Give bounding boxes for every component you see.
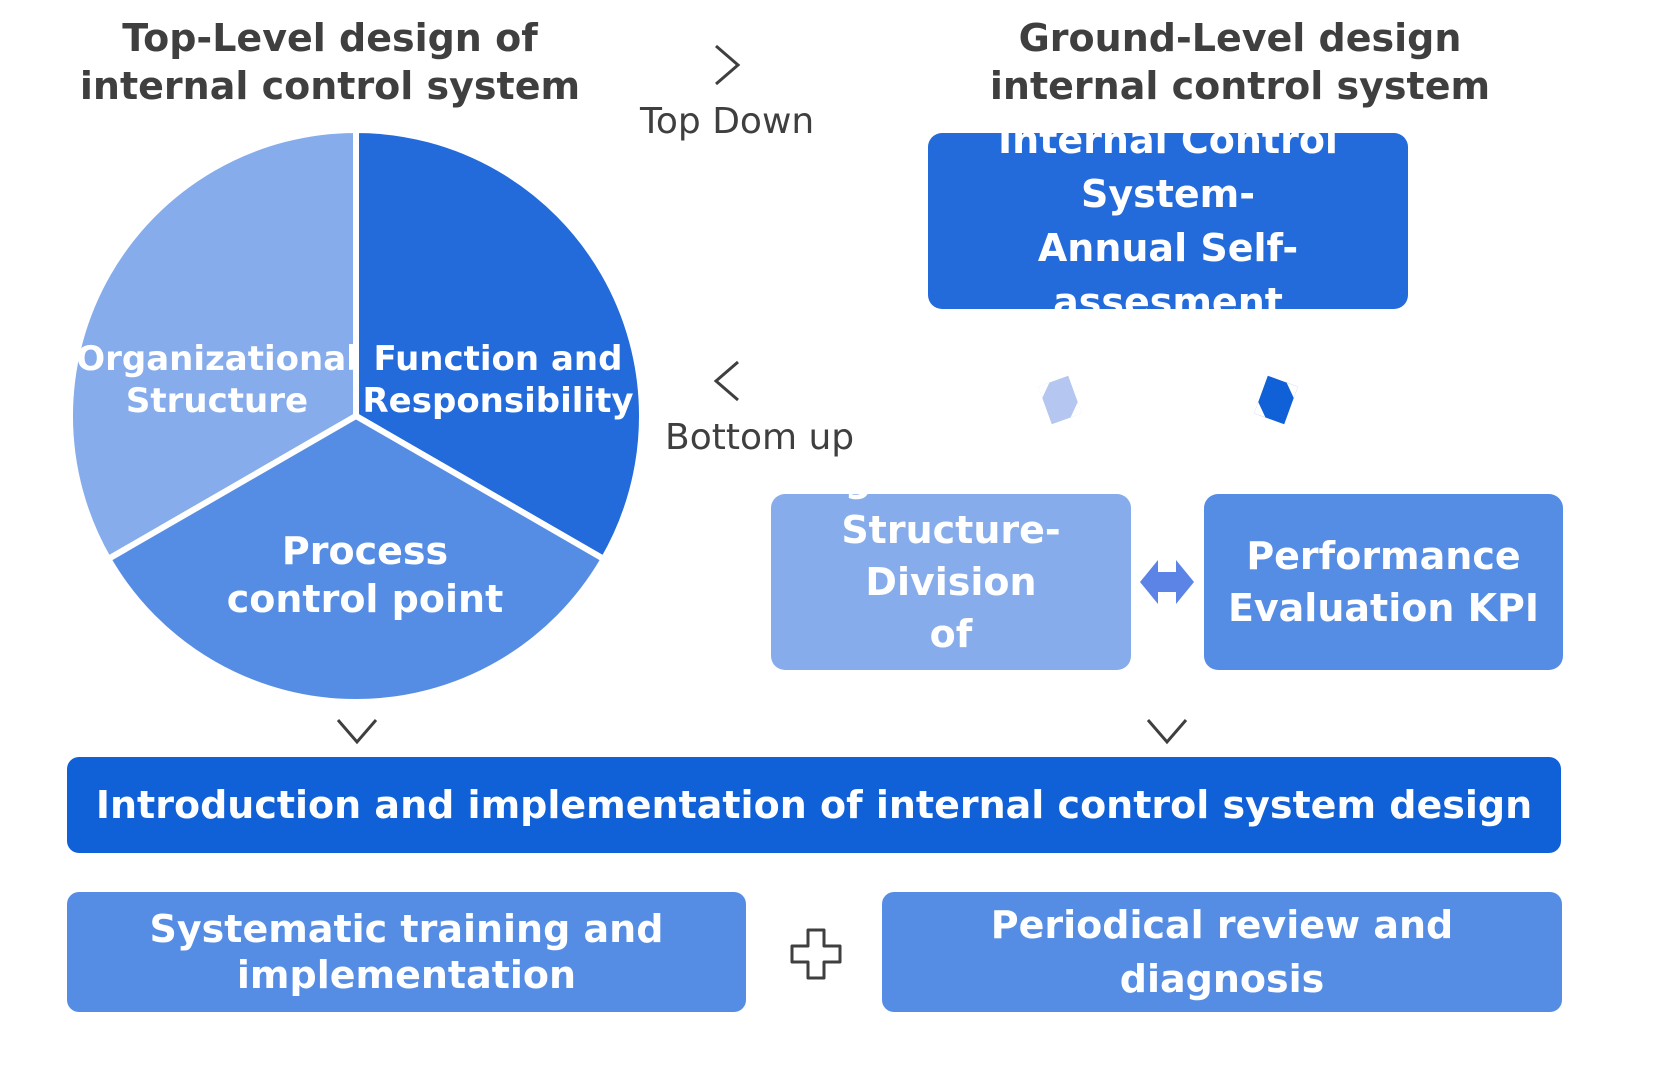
- chevron-right-icon: [715, 44, 741, 86]
- pie-label-organizational-structure: Organizational Structure: [76, 339, 358, 421]
- chevron-left-icon: [713, 360, 739, 402]
- plus-icon: [790, 928, 842, 980]
- diagonal-arrow-left-icon: [1038, 375, 1082, 425]
- top-level-title: Top-Level design of internal control sys…: [79, 16, 581, 108]
- pie-segment-organizational-structure: [67, 127, 359, 562]
- pie-segment-function-responsibility: [353, 127, 645, 562]
- pie-segment-process-control: [105, 413, 607, 705]
- ground-level-title: Ground-Level design internal control sys…: [989, 16, 1491, 108]
- pie-label-process-control: Process control point: [226, 529, 504, 621]
- org-division-box: Organizational Structure-Division of Res…: [771, 456, 1131, 708]
- chevron-down-left-icon: [336, 719, 378, 745]
- double-arrow-horizontal-icon: [1140, 560, 1194, 604]
- implementation-bar: Introduction and implementation of inter…: [67, 757, 1561, 853]
- self-assessment-box: Internal Control System- Annual Self-ass…: [928, 118, 1408, 324]
- chevron-down-right-icon: [1146, 719, 1188, 745]
- bottom-up-label: Bottom up: [665, 417, 855, 458]
- pie-label-function-responsibility: Function and Responsibility: [362, 339, 634, 421]
- review-box: Periodical review and diagnosis: [882, 892, 1562, 1012]
- top-down-label: Top Down: [640, 101, 815, 142]
- training-box: Systematic training and implementation: [67, 892, 746, 1012]
- kpi-box: Performance Evaluation KPI: [1204, 494, 1563, 670]
- diagonal-arrow-right-icon: [1254, 375, 1298, 425]
